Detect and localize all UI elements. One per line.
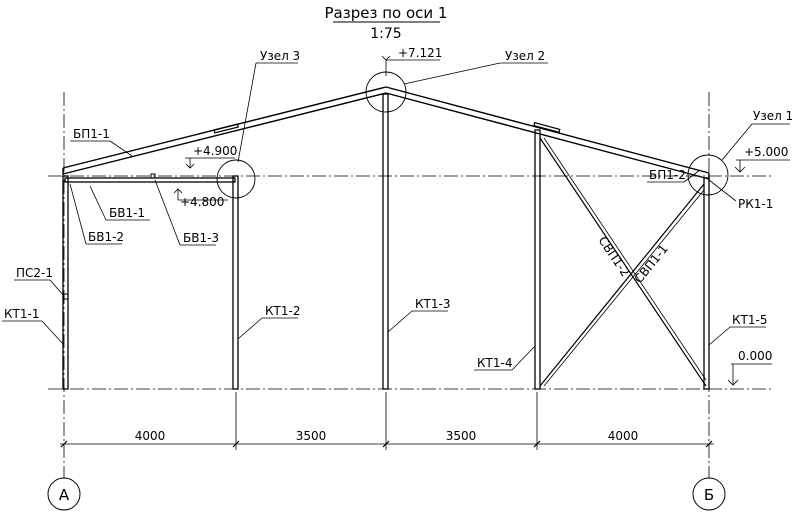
axis-bubble-b: Б bbox=[692, 477, 726, 511]
column-kt1-3 bbox=[382, 93, 389, 390]
axis-bubble-a: А bbox=[47, 477, 81, 511]
node-2-label: Узел 2 bbox=[505, 49, 545, 63]
rafter-splice-plate-right bbox=[533, 121, 561, 134]
svg-text:КТ1-2: КТ1-2 bbox=[265, 304, 300, 318]
svg-text:ПС2-1: ПС2-1 bbox=[16, 266, 53, 280]
elevation-4800-text: +4.800 bbox=[180, 195, 224, 209]
label-ps2-1: ПС2-1 bbox=[14, 266, 69, 300]
drawing-title: Разрез по оси 1 bbox=[325, 4, 448, 22]
svg-text:РК1-1: РК1-1 bbox=[738, 197, 773, 211]
elevation-5000-text: +5.000 bbox=[744, 145, 788, 159]
column-kt1-4 bbox=[534, 129, 541, 390]
axis-label-a: А bbox=[59, 486, 70, 504]
elevation-4900: +4.900 bbox=[185, 144, 237, 169]
ridge-elevation: +7.121 bbox=[381, 46, 442, 76]
svg-text:КТ1-3: КТ1-3 bbox=[415, 297, 450, 311]
label-bp1-2: БП1-2 bbox=[647, 168, 701, 183]
label-kt1-1: КТ1-1 bbox=[2, 307, 65, 346]
dimension-1: 4000 bbox=[135, 429, 166, 443]
node-1-label: Узел 1 bbox=[753, 109, 793, 123]
dimension-4: 4000 bbox=[608, 429, 639, 443]
drawing-scale: 1:75 bbox=[370, 26, 401, 42]
rafter-bp1-2 bbox=[385, 86, 710, 180]
column-kt1-1 bbox=[62, 175, 69, 390]
node-circle-2 bbox=[365, 71, 407, 113]
label-svp1-2: СВП1-2 bbox=[596, 234, 633, 279]
svg-text:КТ1-5: КТ1-5 bbox=[732, 313, 767, 327]
label-rk1-1: РК1-1 bbox=[708, 179, 773, 211]
label-kt1-3: КТ1-3 bbox=[387, 297, 450, 333]
column-kt1-2 bbox=[232, 175, 239, 390]
svg-text:КТ1-1: КТ1-1 bbox=[4, 307, 39, 321]
node-circle-3 bbox=[216, 159, 256, 199]
svg-text:БП1-1: БП1-1 bbox=[73, 127, 110, 141]
label-bv1-3: БВ1-3 bbox=[154, 179, 219, 246]
label-bv1-2: БВ1-2 bbox=[69, 183, 124, 245]
elevation-5000: +5.000 bbox=[734, 145, 790, 173]
label-bv1-1: БВ1-1 bbox=[89, 185, 150, 221]
axis-label-b: Б bbox=[704, 486, 714, 504]
svg-text:КТ1-4: КТ1-4 bbox=[477, 356, 512, 370]
ridge-elevation-text: +7.121 bbox=[398, 46, 442, 60]
node-3-callout: Узел 3 bbox=[237, 49, 300, 163]
node-1-callout: Узел 1 bbox=[721, 109, 793, 161]
brace-svp1-2 bbox=[539, 137, 707, 387]
node-2-callout: Узел 2 bbox=[403, 49, 548, 85]
svg-text:БВ1-3: БВ1-3 bbox=[183, 231, 219, 245]
column-kt1-5 bbox=[703, 177, 710, 390]
label-kt1-2: КТ1-2 bbox=[237, 304, 300, 340]
brace-svp1-1 bbox=[539, 183, 705, 387]
brace-svp1-2-inner bbox=[543, 137, 707, 381]
node-3-label: Узел 3 bbox=[260, 49, 300, 63]
brace-svp1-1-inner bbox=[543, 189, 705, 387]
label-bp1-1: БП1-1 bbox=[70, 127, 133, 157]
beam-bv1 bbox=[64, 173, 236, 183]
label-kt1-5: КТ1-5 bbox=[708, 313, 767, 346]
svg-text:БВ1-1: БВ1-1 bbox=[109, 206, 145, 220]
label-kt1-4: КТ1-4 bbox=[474, 345, 536, 371]
rafter-splice-plate-left bbox=[213, 123, 239, 134]
svg-text:БВ1-2: БВ1-2 bbox=[88, 230, 124, 244]
elevation-ground: 0.000 bbox=[727, 349, 772, 386]
node-circle-1 bbox=[687, 154, 729, 196]
svg-text:БП1-2: БП1-2 bbox=[649, 168, 686, 182]
elevation-4800: +4.800 bbox=[173, 188, 228, 209]
elevation-4900-text: +4.900 bbox=[193, 144, 237, 158]
dimension-chain: 4000 3500 3500 4000 bbox=[60, 392, 714, 450]
dimension-3: 3500 bbox=[446, 429, 477, 443]
elevation-ground-text: 0.000 bbox=[738, 349, 772, 363]
dimension-2: 3500 bbox=[296, 429, 327, 443]
